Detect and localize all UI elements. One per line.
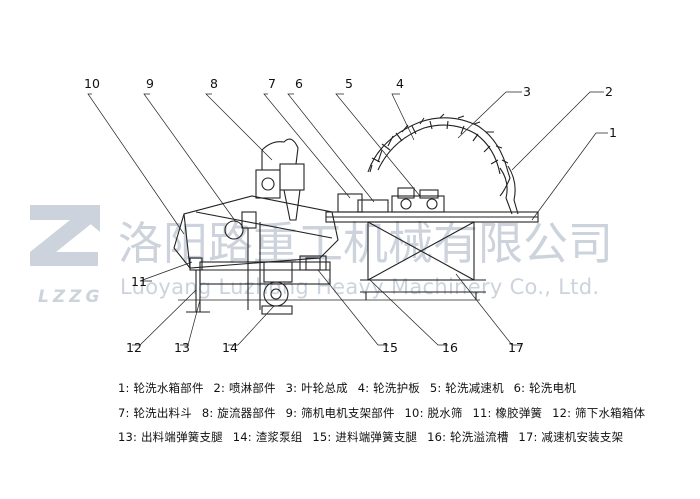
callout-17: 17 <box>508 340 524 355</box>
dewatering-screen <box>173 195 339 269</box>
callout-9: 9 <box>146 76 154 91</box>
impeller-wheel <box>367 113 511 197</box>
legend-item: 1: 轮洗水箱部件 <box>118 381 204 395</box>
legend-item: 13: 出料端弹簧支腿 <box>118 430 223 444</box>
legend-item: 16: 轮洗溢流槽 <box>427 430 509 444</box>
legend-item: 14: 渣浆泵组 <box>232 430 303 444</box>
callout-12: 12 <box>126 340 142 355</box>
callout-numbers: 1 2 3 4 5 6 7 8 9 10 11 12 13 14 15 16 1… <box>84 76 617 355</box>
slurry-pump <box>261 261 293 315</box>
machine-outline <box>173 113 539 315</box>
legend-item: 7: 轮洗出料斗 <box>118 406 192 420</box>
motor-box <box>357 199 389 213</box>
springs-and-legs <box>186 257 321 313</box>
reducer-box <box>391 195 445 213</box>
legend-item: 2: 喷淋部件 <box>213 381 276 395</box>
watermark-company-en: Luoyang Luzhong Heavy Machinery Co., Ltd… <box>120 275 599 299</box>
callout-5: 5 <box>345 76 353 91</box>
legend-item: 4: 轮洗护板 <box>357 381 420 395</box>
watermark-logo-icon <box>30 205 100 266</box>
callout-13: 13 <box>174 340 190 355</box>
callout-11: 11 <box>131 274 147 289</box>
leader-lines <box>87 91 608 346</box>
callout-16: 16 <box>442 340 458 355</box>
spray-pipe <box>499 165 519 215</box>
legend-item: 11: 橡胶弹簧 <box>472 406 543 420</box>
callout-10: 10 <box>84 76 100 91</box>
callout-3: 3 <box>523 84 531 99</box>
callout-8: 8 <box>210 76 218 91</box>
legend-row-3: 13: 出料端弹簧支腿 14: 渣浆泵组 15: 进料端弹簧支腿 16: 轮洗溢… <box>118 429 629 445</box>
cyclone-assembly <box>241 138 305 310</box>
callout-7: 7 <box>268 76 276 91</box>
legend-item: 6: 轮洗电机 <box>513 381 576 395</box>
callout-1: 1 <box>609 125 617 140</box>
watermark-company-cn: 洛阳路重工机械有限公司 <box>118 217 613 270</box>
screen-motor-icon <box>224 220 244 240</box>
legend-item: 10: 脱水筛 <box>404 406 463 420</box>
legend-item: 3: 叶轮总成 <box>285 381 348 395</box>
legend-item: 17: 减速机安装支架 <box>518 430 624 444</box>
callout-6: 6 <box>295 76 303 91</box>
legend-row-2: 7: 轮洗出料斗 8: 旋流器部件 9: 筛机电机支架部件 10: 脱水筛 11… <box>118 405 651 421</box>
legend-row-1: 1: 轮洗水箱部件 2: 喷淋部件 3: 叶轮总成 4: 轮洗护板 5: 轮洗减… <box>118 380 582 396</box>
callout-2: 2 <box>605 84 613 99</box>
legend-item: 8: 旋流器部件 <box>201 406 276 420</box>
watermark: LZZG 洛阳路重工机械有限公司 Luoyang Luzhong Heavy M… <box>30 205 613 307</box>
callout-15: 15 <box>382 340 398 355</box>
callout-4: 4 <box>396 76 404 91</box>
discharge-hopper <box>337 193 363 213</box>
legend-item: 12: 筛下水箱箱体 <box>552 406 646 420</box>
watermark-logo-text: LZZG <box>38 287 103 307</box>
legend-item: 9: 筛机电机支架部件 <box>285 406 395 420</box>
legend-item: 5: 轮洗减速机 <box>429 381 504 395</box>
callout-14: 14 <box>222 340 238 355</box>
legend-item: 15: 进料端弹簧支腿 <box>312 430 418 444</box>
